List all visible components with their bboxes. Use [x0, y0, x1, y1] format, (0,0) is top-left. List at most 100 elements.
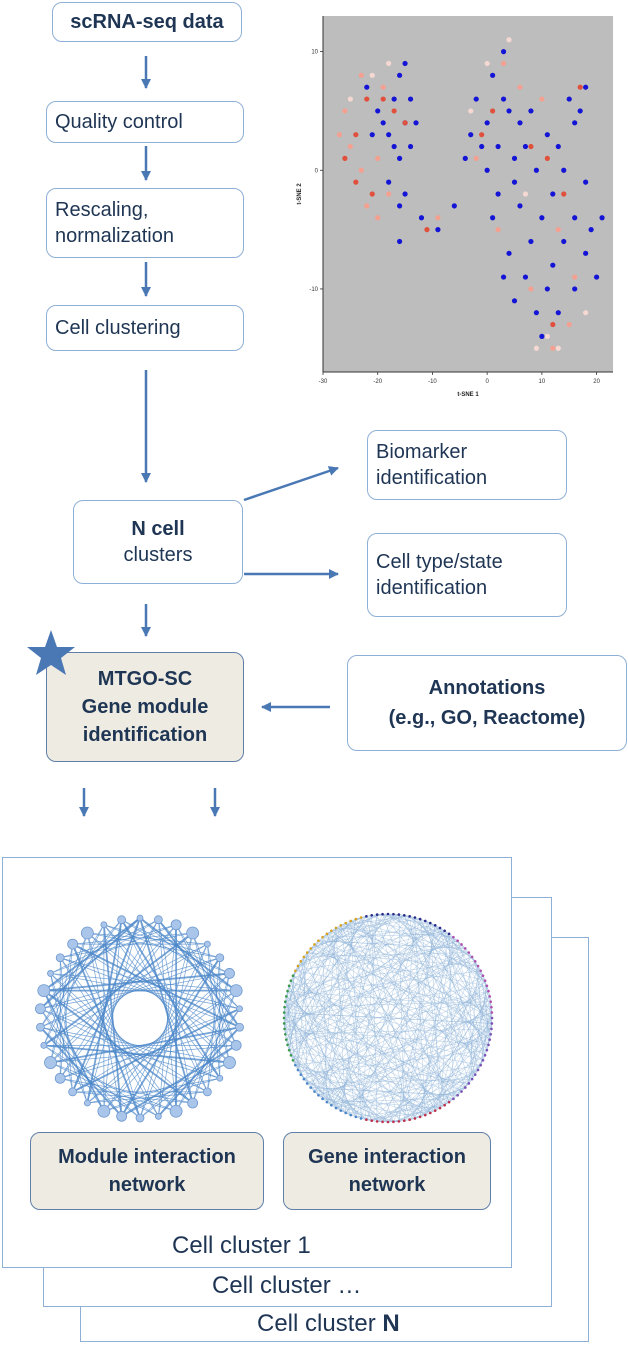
module-network-edge [139, 1026, 240, 1119]
tsne-point [506, 37, 512, 43]
biomarker-identification-box: Biomarker identification [367, 430, 567, 500]
tsne-point [588, 227, 594, 233]
gene-network-edge [398, 925, 436, 1122]
gene-network-node [433, 1109, 437, 1112]
identification-label: identification [82, 724, 208, 746]
module-network-edge [60, 957, 240, 1028]
gene-network-edge [303, 1078, 389, 1123]
cell-clustering-label: Cell clustering [55, 317, 181, 339]
tsne-x-tick-label: 20 [593, 379, 600, 385]
module-network-node [54, 1072, 66, 1084]
gene-network-edge [393, 1098, 454, 1123]
gene-network-node [294, 969, 297, 973]
gene-network-edge [284, 1012, 466, 1088]
gene-network-edge [318, 1095, 383, 1123]
module-network-edge [43, 972, 230, 992]
tsne-point [528, 143, 534, 150]
module-network-graphic [35, 914, 244, 1123]
gene-network-edge [430, 922, 441, 1109]
module-network-edge [60, 1077, 177, 1112]
tsne-point [528, 108, 534, 114]
gene-network-edge [322, 927, 337, 1099]
gene-network-node [330, 929, 333, 933]
tsne-point [539, 333, 545, 339]
gene-network-edge [335, 927, 346, 1114]
gene-network-edge [292, 975, 299, 1071]
module-network-edge [157, 1026, 241, 1117]
gene-network-edge [288, 1049, 332, 1106]
tsne-point [358, 72, 364, 78]
gene-network-node [481, 974, 485, 977]
gene-network-edge [409, 916, 486, 981]
gene-network-edge [310, 914, 405, 949]
gene-network-node [299, 960, 303, 963]
tsne-point [490, 72, 496, 78]
gene-network-node [408, 1118, 411, 1122]
gene-network-edge [322, 1098, 421, 1118]
gene-network-edge [284, 1001, 491, 1008]
cell-type-identification-label: identification [376, 577, 488, 599]
n-cell-clusters-box: N cell clusters [73, 500, 243, 584]
gene-network-node [438, 926, 442, 930]
module-network-edge [43, 932, 88, 1046]
tsne-point [533, 167, 539, 173]
module-network-node [202, 1087, 212, 1097]
gene-network-node [447, 932, 451, 936]
gene-network-graphic [282, 912, 494, 1124]
module-network-node [154, 1112, 162, 1120]
cell-type-state-identification-box: Cell type/state identification [367, 533, 567, 617]
module-network-edge [87, 932, 230, 1063]
tsne-x-tick-label: 0 [485, 379, 489, 385]
module-network-node [215, 953, 225, 963]
module-network-edge [40, 919, 122, 1028]
tsne-point [506, 108, 512, 114]
gene-network-edge [297, 914, 378, 967]
gene-network-edge [371, 915, 378, 1122]
module-network-edge [120, 919, 221, 1079]
gene-network-node [489, 1000, 493, 1004]
tsne-point [544, 155, 550, 161]
module-network-edge [207, 957, 221, 1092]
quality-control-box: Quality control [46, 101, 244, 143]
module-network-edge [72, 990, 237, 1093]
gene-network-edge [292, 975, 462, 1092]
gene-network-node [386, 1120, 390, 1124]
gene-network-edge [326, 920, 426, 1103]
module-network-edge [139, 917, 237, 992]
module-network-edge [60, 1026, 240, 1079]
gene-network-node [284, 1038, 288, 1041]
gene-network-edge [297, 1069, 469, 1084]
gene-network-node [354, 917, 358, 921]
tsne-point [511, 155, 518, 161]
tsne-point [544, 333, 550, 339]
tsne-point [435, 227, 441, 233]
gene-network-node [359, 916, 363, 919]
gene-network-node [483, 1053, 487, 1057]
gene-network-edge [310, 948, 373, 1121]
gene-network-edge [284, 1001, 319, 1096]
tsne-point [402, 120, 408, 126]
gene-network-edge [285, 927, 441, 1003]
tsne-point [544, 132, 550, 138]
annotations-examples-label: (e.g., GO, Reactome) [388, 707, 586, 729]
gene-network-node [397, 913, 401, 916]
module-network-edge [50, 924, 177, 974]
gene-network-edge [283, 1017, 426, 1116]
module-network-node [44, 1056, 57, 1069]
tsne-point [342, 108, 348, 114]
module-network-edge [103, 1062, 230, 1112]
gene-network-node [283, 1032, 287, 1036]
module-network-edge [59, 944, 73, 1079]
gene-network-edge [297, 930, 445, 967]
module-network-node [236, 1005, 243, 1013]
gene-network-node [392, 912, 395, 916]
gene-network-edge [297, 925, 342, 1071]
gene-network-edge [287, 956, 473, 1046]
gene-network-edge [326, 933, 493, 1019]
module-network-node [153, 915, 163, 925]
gene-network-node [485, 984, 489, 988]
module-network-edge [158, 932, 193, 1117]
tsne-point [369, 132, 375, 138]
tsne-point [550, 345, 556, 351]
gene-network-edge [318, 940, 492, 1013]
